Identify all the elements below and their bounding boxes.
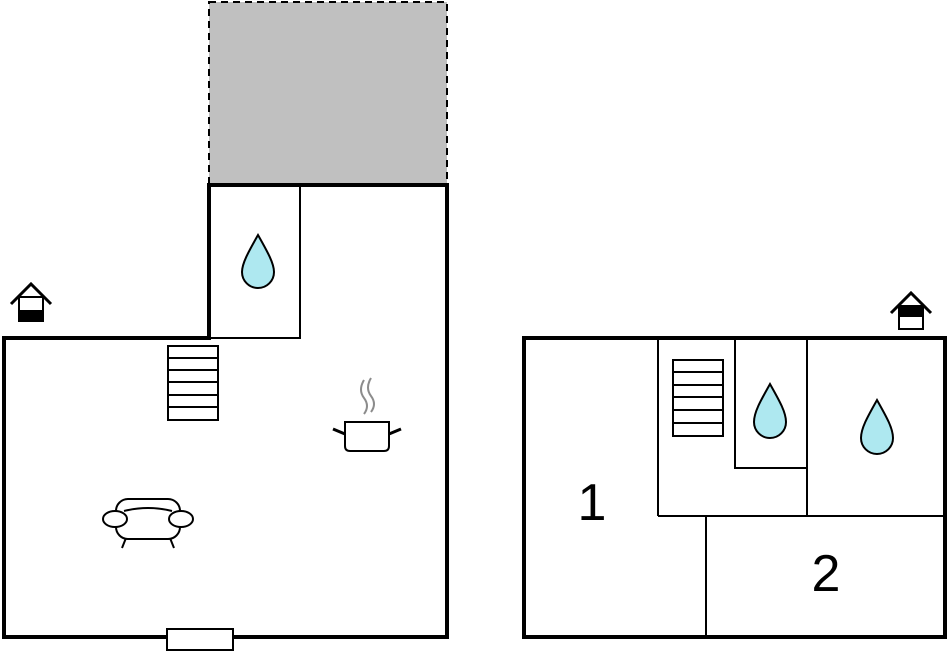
ground-floor-plan xyxy=(2,1,449,651)
bedroom-2-label: 2 xyxy=(812,545,841,603)
water-drop-icon xyxy=(752,381,788,439)
ground-floor-bathroom xyxy=(208,184,301,339)
sofa-icon xyxy=(102,498,194,549)
water-drop-icon xyxy=(240,232,276,289)
upper-floor-bathroom-small xyxy=(734,337,808,469)
cooking-pot-icon xyxy=(332,377,402,452)
ground-floor-walls xyxy=(2,183,449,639)
upper-floor-plan: 1 2 xyxy=(522,290,947,639)
terrace xyxy=(208,1,448,186)
entrance-icon xyxy=(889,290,933,330)
stairs-icon xyxy=(167,345,219,421)
bedroom-1-label: 1 xyxy=(578,474,607,532)
entrance-icon xyxy=(9,281,53,322)
stairs-icon xyxy=(672,359,724,437)
water-drop-icon xyxy=(859,397,895,455)
front-door xyxy=(166,628,234,651)
